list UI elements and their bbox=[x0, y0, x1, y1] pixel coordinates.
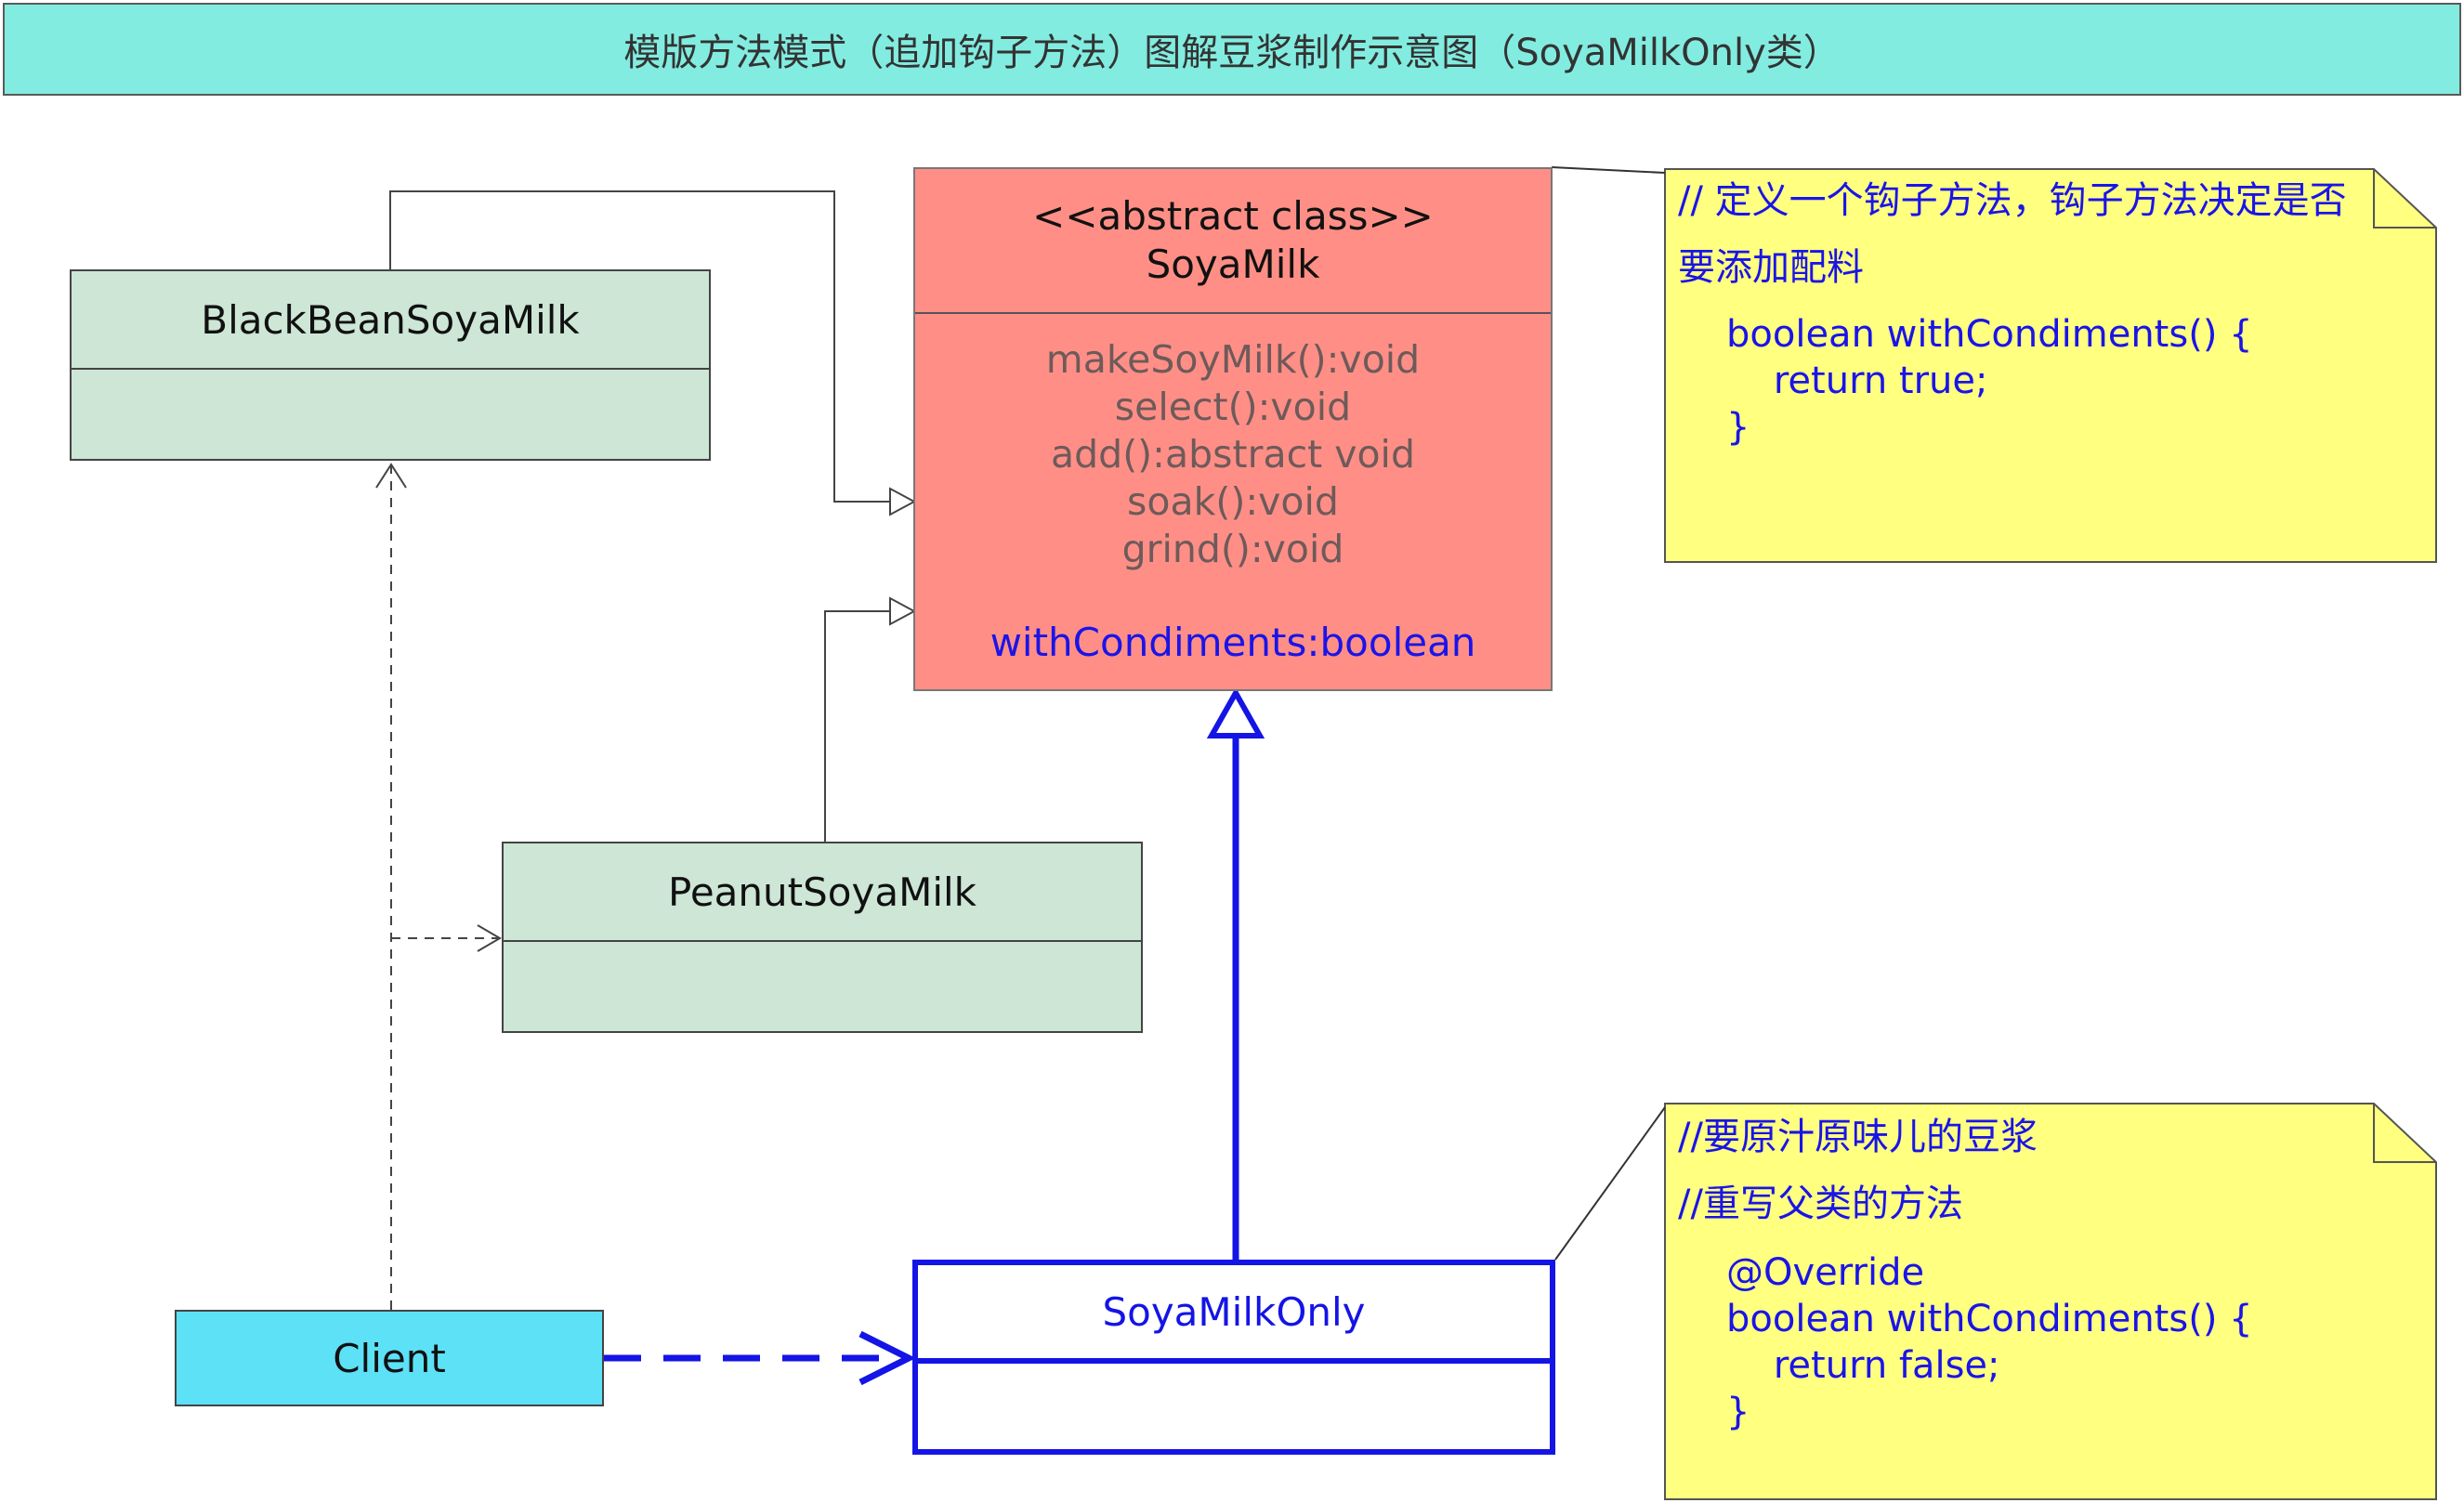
note-bottom-code-3: return false; bbox=[1726, 1344, 2000, 1387]
note-top-anchor bbox=[1551, 166, 1666, 174]
note-top-code-2: return true; bbox=[1726, 359, 1988, 402]
note-top bbox=[1664, 168, 2437, 563]
note-top-comment-1: // 定义一个钩子方法，钩子方法决定是否 bbox=[1678, 179, 2347, 222]
diagram-title: 模版方法模式（追加钩子方法）图解豆浆制作示意图（SoyaMilkOnly类） bbox=[3, 3, 2461, 96]
note-bottom-code-2: boolean withCondiments() { bbox=[1726, 1298, 2253, 1340]
class-name: SoyaMilkOnly bbox=[918, 1265, 1550, 1364]
class-peanutsoyamilk[interactable]: PeanutSoyaMilk bbox=[502, 842, 1143, 1033]
peanut-inheritance-line bbox=[824, 610, 892, 842]
note-bottom bbox=[1664, 1103, 2437, 1500]
note-bottom-comment-2: //重写父类的方法 bbox=[1678, 1183, 1963, 1225]
note-top-comment-2: 要添加配料 bbox=[1678, 246, 1864, 289]
class-blackbeansoyamilk[interactable]: BlackBeanSoyaMilk bbox=[70, 269, 711, 461]
operation-item: add():abstract void bbox=[1051, 432, 1415, 477]
stereotype-label: <<abstract class>> bbox=[1032, 193, 1434, 239]
note-bottom-anchor bbox=[1554, 1106, 1666, 1261]
blackbean-inheritance-line bbox=[389, 190, 892, 503]
note-bottom-code-1: @Override bbox=[1726, 1251, 1925, 1294]
soyamilkonly-inheritance-arrowhead bbox=[1206, 686, 1265, 738]
peanut-inheritance-arrowhead bbox=[889, 596, 917, 626]
note-top-code-1: boolean withCondiments() { bbox=[1726, 313, 2253, 356]
abstract-class-soyamilk[interactable]: <<abstract class>> SoyaMilk makeSoyMilk(… bbox=[913, 167, 1553, 691]
abstract-class-header: <<abstract class>> SoyaMilk bbox=[915, 169, 1551, 314]
note-bottom-comment-1: //要原汁原味儿的豆浆 bbox=[1678, 1116, 2038, 1158]
class-soyamilkonly[interactable]: SoyaMilkOnly bbox=[912, 1260, 1555, 1455]
operation-item: makeSoyMilk():void bbox=[1045, 337, 1421, 382]
blackbean-inheritance-arrowhead bbox=[889, 487, 917, 516]
class-client[interactable]: Client bbox=[175, 1310, 604, 1406]
note-bottom-code-4: } bbox=[1726, 1391, 1750, 1433]
client-to-soyamilkonly-arrowhead bbox=[858, 1330, 916, 1386]
operations-list: makeSoyMilk():void select():void add():a… bbox=[915, 314, 1551, 573]
hook-method: withCondiments:boolean bbox=[990, 620, 1476, 665]
class-name: SoyaMilk bbox=[1146, 242, 1320, 287]
operation-item: select():void bbox=[1114, 385, 1352, 429]
operation-item: grind():void bbox=[1121, 527, 1344, 571]
client-to-blackbean-arrowhead bbox=[375, 463, 407, 489]
note-top-code-3: } bbox=[1726, 406, 1750, 449]
class-name: PeanutSoyaMilk bbox=[504, 843, 1141, 942]
note-bottom-fold bbox=[2373, 1104, 2436, 1163]
class-name: BlackBeanSoyaMilk bbox=[72, 271, 709, 370]
client-to-peanut-arrowhead bbox=[477, 924, 502, 952]
operation-item: soak():void bbox=[1127, 479, 1339, 524]
note-top-fold bbox=[2373, 169, 2436, 229]
